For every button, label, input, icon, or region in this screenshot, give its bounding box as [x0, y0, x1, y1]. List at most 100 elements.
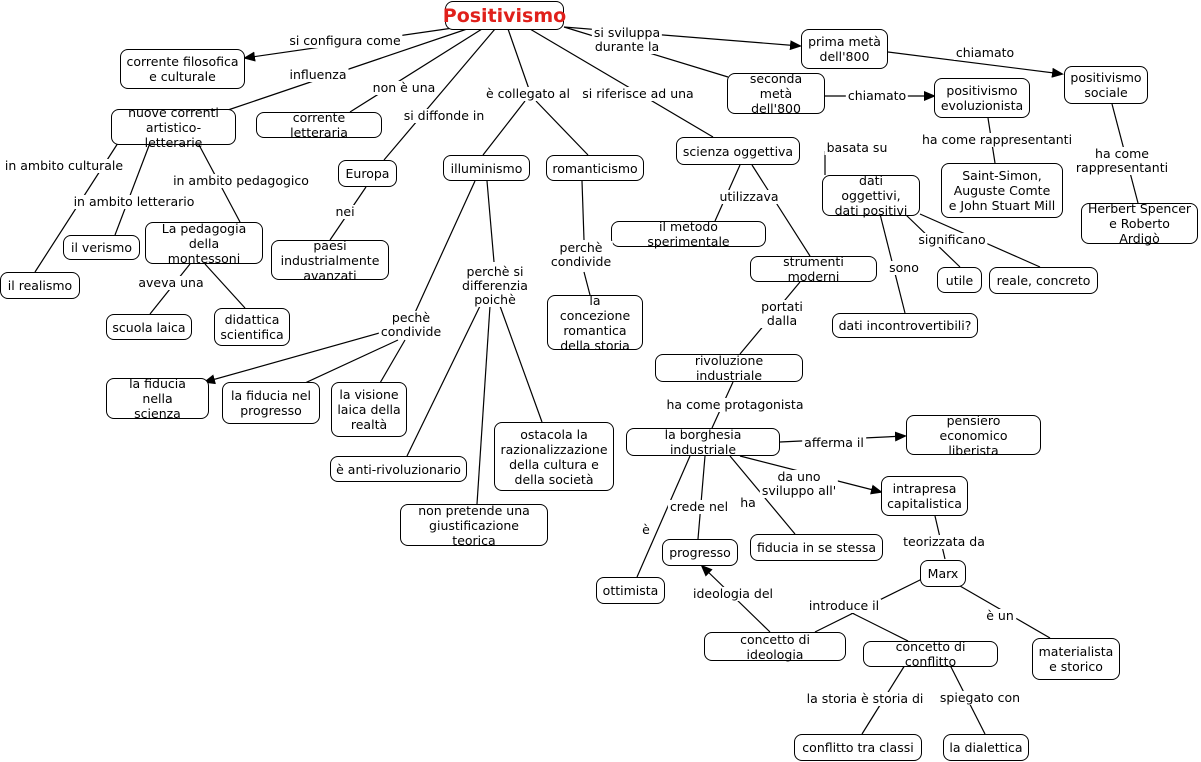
edge — [383, 28, 496, 161]
link-label: ideologia del — [690, 586, 776, 601]
romanticismo-node[interactable]: romanticismo — [546, 155, 644, 181]
link-label: si diffonde in — [401, 108, 487, 123]
edge — [499, 305, 543, 423]
link-label: nei — [333, 204, 357, 219]
anti-rivoluzionario-node[interactable]: è anti-rivoluzionario — [330, 456, 467, 482]
link-label: aveva una — [136, 275, 206, 290]
link-label: si configura come — [287, 33, 403, 48]
didattica-scientifica-node[interactable]: didattica scientifica — [214, 308, 290, 346]
link-label: è un — [984, 608, 1016, 623]
edge — [407, 180, 476, 329]
nuove-correnti-node[interactable]: nuove correnti artistico-letterarie — [111, 105, 236, 150]
edge — [203, 329, 391, 385]
link-label: si riferisce ad una — [580, 86, 696, 101]
europa-node[interactable]: Europa — [338, 160, 397, 187]
link-label: chiamato — [845, 88, 909, 103]
link-label: in ambito letterario — [71, 194, 197, 209]
prima-meta-node[interactable]: prima metà dell'800 — [801, 29, 888, 69]
edge — [581, 180, 585, 241]
edge — [529, 28, 714, 138]
link-label: afferma il — [802, 435, 866, 450]
verismo-node[interactable]: il verismo — [63, 235, 140, 260]
progresso-node[interactable]: progresso — [662, 539, 738, 566]
materialista-storico-node[interactable]: materialista e storico — [1032, 638, 1120, 680]
concetto-ideologia-node[interactable]: concetto di ideologia — [704, 632, 846, 662]
non-pretende-node[interactable]: non pretende una giustificazione teorica — [400, 503, 548, 548]
fiducia-se-stessa-node[interactable]: fiducia in se stessa — [750, 534, 883, 561]
saint-simon-node[interactable]: Saint-Simon, Auguste Comte e John Stuart… — [941, 163, 1063, 218]
link-label: perchè condivide — [548, 240, 614, 269]
rivoluzione-industriale-node[interactable]: rivoluzione industriale — [655, 353, 803, 383]
link-label: portati dalla — [759, 299, 805, 328]
edge — [535, 100, 589, 156]
edge — [751, 164, 811, 257]
paesi-industriali-node[interactable]: paesi industrialmente avanzati — [271, 238, 389, 283]
link-label: ha come protagonista — [664, 397, 806, 412]
link-label: si sviluppa durante la — [591, 25, 663, 54]
positivismo-node[interactable]: Positivismo — [443, 1, 566, 30]
dati-incontrovertibili-node[interactable]: dati incontrovertibili? — [832, 313, 978, 338]
edge — [636, 455, 691, 578]
link-label: influenza — [287, 67, 349, 82]
edge — [304, 339, 399, 384]
ostacola-node[interactable]: ostacola la razionalizzazione della cult… — [494, 422, 614, 491]
scuola-laica-node[interactable]: scuola laica — [106, 314, 192, 340]
edge — [227, 27, 471, 111]
edge — [583, 271, 591, 296]
metodo-sperimentale-node[interactable]: il metodo sperimentale — [611, 219, 766, 249]
edge — [114, 142, 151, 236]
link-label: crede nel — [667, 499, 731, 514]
ottimista-node[interactable]: ottimista — [596, 577, 665, 604]
corrente-filosofica-node[interactable]: corrente filosofica e culturale — [120, 49, 245, 89]
link-label: ha — [738, 495, 758, 510]
reale-concreto-node[interactable]: reale, concreto — [989, 267, 1098, 294]
illuminismo-node[interactable]: illuminismo — [443, 155, 530, 181]
link-label: teorizzata da — [901, 534, 987, 549]
realismo-node[interactable]: il realismo — [0, 272, 80, 299]
link-label: in ambito culturale — [2, 158, 126, 173]
visione-laica-node[interactable]: la visione laica della realtà — [331, 382, 407, 437]
edge — [406, 305, 481, 457]
link-label: in ambito pedagogico — [171, 173, 311, 188]
edge — [507, 28, 531, 93]
conflitto-classi-node[interactable]: conflitto tra classi — [794, 734, 922, 761]
link-label: chiamato — [953, 45, 1017, 60]
strumenti-moderni-node[interactable]: strumenti moderni — [750, 254, 877, 284]
link-label: ha come rappresentanti — [919, 132, 1075, 147]
positivismo-sociale-node[interactable]: positivismo sociale — [1064, 66, 1148, 104]
marx-node[interactable]: Marx — [920, 560, 966, 587]
pensiero-liberista-node[interactable]: pensiero economico liberista — [906, 413, 1041, 458]
positivismo-evoluzionista-node[interactable]: positivismo evoluzionista — [934, 78, 1030, 118]
link-label: spiegato con — [937, 690, 1023, 705]
link-label: è collegato al — [483, 86, 573, 101]
edge — [849, 611, 909, 642]
edge — [697, 455, 706, 540]
link-label: perchè si differenzia poichè — [460, 264, 530, 307]
link-label: è — [640, 522, 652, 537]
pedagogia-montessoni-node[interactable]: La pedagogia della montessoni — [145, 221, 263, 266]
dati-oggettivi-node[interactable]: dati oggettivi, dati positivi — [822, 173, 920, 218]
scienza-oggettiva-node[interactable]: scienza oggettiva — [676, 137, 800, 165]
link-label: significano — [916, 232, 988, 247]
fiducia-progresso-node[interactable]: la fiducia nel progresso — [222, 382, 320, 424]
spencer-ardigo-node[interactable]: Herbert Spencer e Roberto Ardigò — [1081, 201, 1198, 246]
link-label: basata su — [824, 140, 890, 155]
link-label: sono — [887, 260, 921, 275]
concezione-romantica-node[interactable]: la concezione romantica della storia — [547, 293, 643, 353]
fiducia-scienza-node[interactable]: la fiducia nella scienza — [106, 376, 209, 421]
utile-node[interactable]: utile — [937, 267, 982, 293]
borghesia-industriale-node[interactable]: la borghesia industriale — [626, 427, 780, 457]
edge — [204, 263, 246, 309]
link-label: pechè condivide — [378, 310, 444, 339]
concetto-conflitto-node[interactable]: concetto di conflitto — [863, 639, 998, 669]
link-label: introduce il — [806, 598, 882, 613]
edge — [476, 305, 491, 505]
corrente-letteraria-node[interactable]: corrente letteraria — [256, 110, 382, 140]
seconda-meta-node[interactable]: seconda metà dell'800 — [727, 71, 825, 116]
link-label: non è una — [370, 80, 438, 95]
dialettica-node[interactable]: la dialettica — [943, 734, 1029, 761]
edge — [482, 100, 526, 156]
link-label: la storia è storia di — [804, 691, 926, 706]
edge — [486, 180, 495, 263]
intrapresa-capitalistica-node[interactable]: intrapresa capitalistica — [881, 476, 968, 516]
